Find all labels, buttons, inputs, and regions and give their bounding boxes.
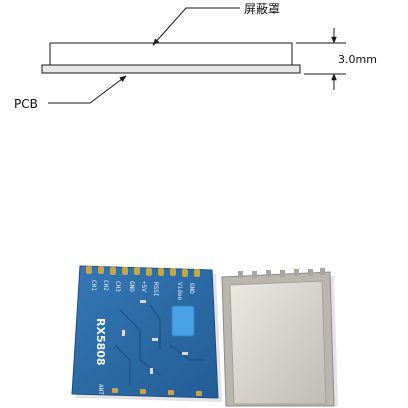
pin-pad (194, 269, 200, 277)
model-label: RX5808 (94, 318, 107, 366)
pin-label: CH2 (102, 280, 109, 291)
shield-tab (280, 270, 285, 277)
shield-tab (320, 268, 325, 275)
shield-tab (294, 269, 299, 276)
smd-pad (152, 338, 158, 341)
pcb-outline (41, 64, 301, 74)
shield-leader-line (152, 7, 240, 46)
pin-label: Video (176, 282, 183, 300)
pcb-trace (114, 344, 131, 385)
pin-label: RSSI (152, 282, 159, 297)
side-view-drawing: 屏蔽罩 3.0mm PCB (14, 2, 377, 111)
pin-pad (86, 266, 92, 274)
bottom-pad (168, 390, 174, 395)
shield-tab (308, 269, 313, 276)
shield-tab (252, 271, 257, 278)
pcb-trace (119, 309, 161, 376)
pin-pad (134, 267, 140, 275)
pin-pad (170, 268, 176, 276)
smd-pad (182, 352, 188, 355)
smd-pad (150, 368, 153, 374)
shield-top-face (229, 280, 327, 405)
pcb-label: PCB (14, 97, 38, 111)
bottom-pad (112, 388, 118, 393)
board-body (71, 265, 219, 399)
bottom-pad (140, 389, 146, 394)
pin-label: GND (128, 281, 135, 292)
pin-label: CH1 (90, 280, 97, 291)
shield-tab (238, 271, 243, 278)
pin-pad (110, 267, 116, 275)
pin-label: GND (188, 283, 195, 294)
pin-pad (146, 268, 152, 276)
pin-pad (98, 266, 104, 274)
pcb-trace (149, 304, 161, 350)
pcb-leader-line (48, 75, 127, 104)
shield-tab (266, 270, 271, 277)
pin-pad (182, 269, 188, 277)
shield-outline (49, 42, 293, 66)
pin-label: +5V (140, 281, 147, 292)
antenna-label: ANT (97, 384, 104, 395)
smd-pad (122, 330, 125, 336)
smd-pad (140, 300, 146, 303)
thickness-label: 3.0mm (338, 53, 377, 66)
pin-pad (158, 268, 164, 276)
pcb-trace (169, 344, 205, 361)
shield-can (221, 268, 338, 407)
shield-label: 屏蔽罩 (244, 2, 280, 16)
pin-label: CH3 (114, 281, 121, 292)
bottom-pad (196, 391, 202, 396)
pin-pad (122, 267, 128, 275)
module-board: CH1 CH2 CH3 GND +5V RSSI Video GND RX580… (71, 265, 222, 402)
blue-component (171, 305, 195, 337)
